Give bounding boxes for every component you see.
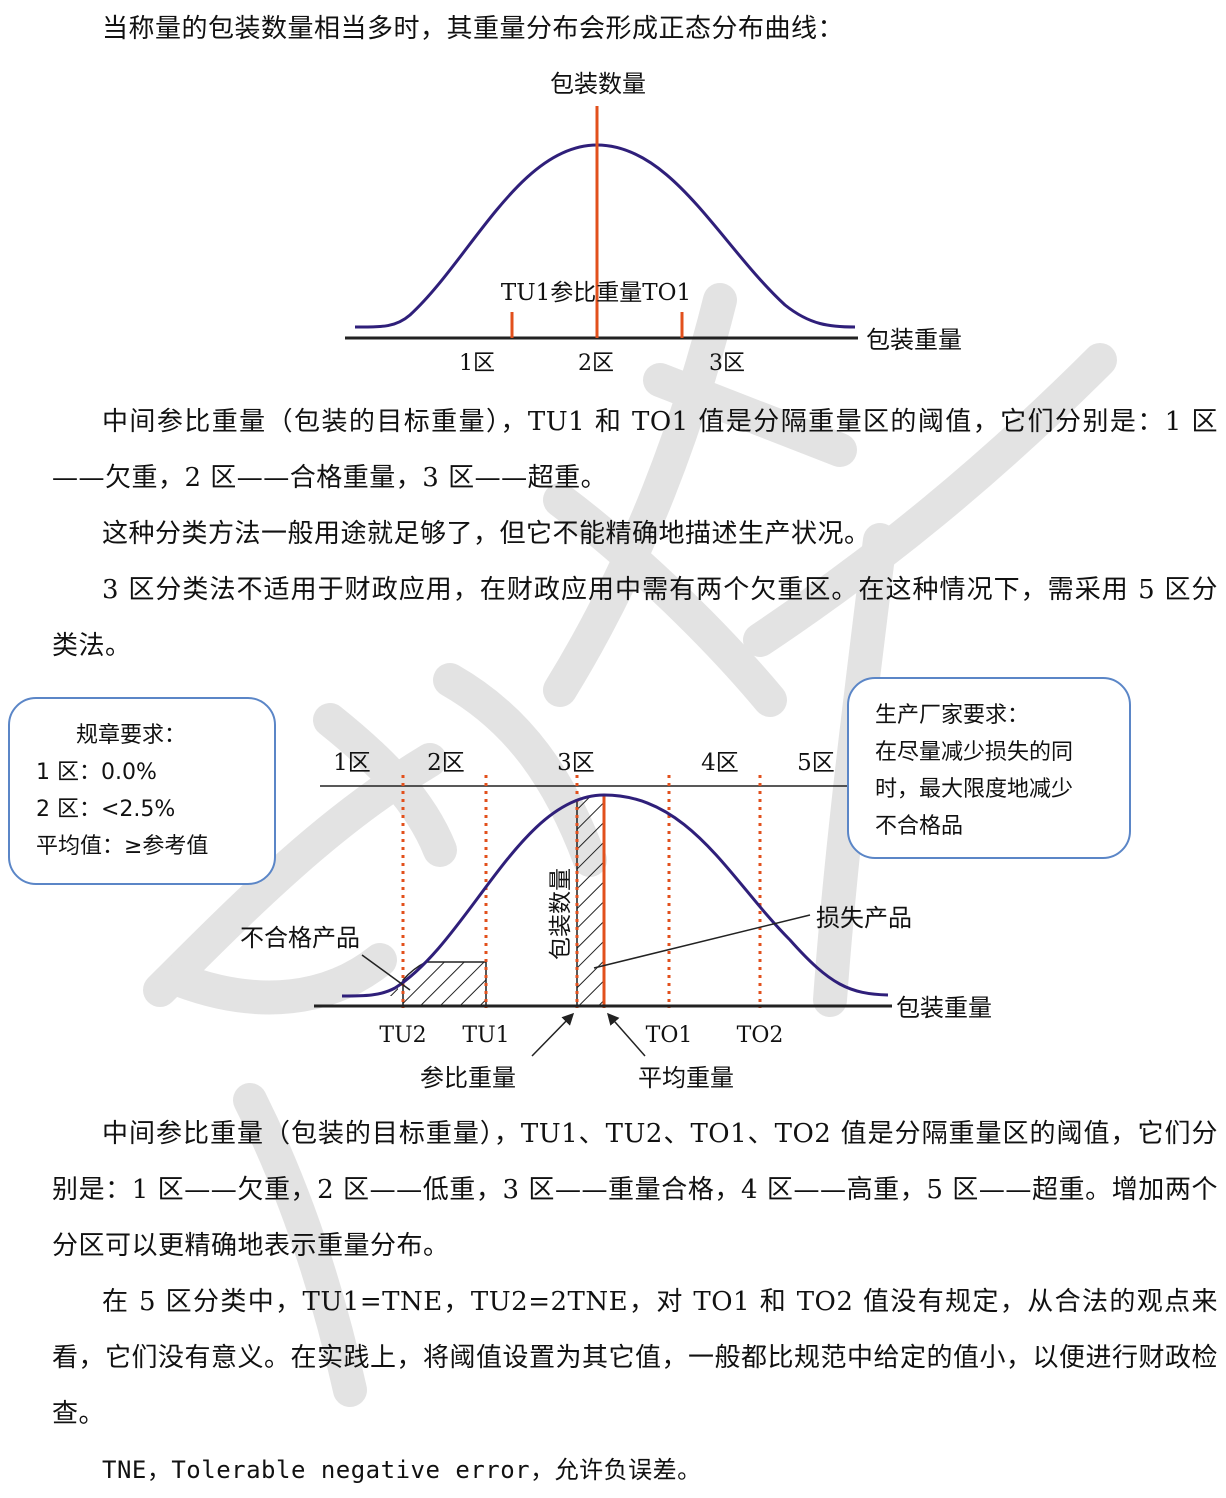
tu2-label: TU2 — [379, 1023, 426, 1048]
hatch-zone2-rejects — [402, 961, 487, 1007]
hatch-loss-area — [576, 794, 605, 1007]
loss-leader — [593, 914, 811, 969]
regulation-zone1: 1 区：0.0% — [36, 760, 157, 785]
five-zone-rules: 在 5 区分类中，TU1=TNE，TU2=2TNE，对 TO1 和 TO2 值没… — [52, 1287, 1219, 1429]
five-zone-description: 中间参比重量（包装的目标重量），TU1、TU2、TO1、TO2 值是分隔重量区的… — [52, 1119, 1218, 1261]
zone-label-1: 1区 — [459, 351, 495, 376]
manufacturer-title: 生产厂家要求： — [875, 703, 1030, 728]
to2-label: TO2 — [737, 1023, 784, 1048]
reject-label: 不合格产品 — [240, 924, 360, 952]
distribution-curve-2 — [341, 793, 889, 998]
intro-paragraph: 当称量的包装数量相当多时，其重量分布会形成正态分布曲线： — [102, 14, 845, 44]
regulation-mean: 平均值：≥参考值 — [36, 834, 209, 859]
manufacturer-box: 生产厂家要求： 在尽量减少损失的同 时，最大限度地减少 不合格品 — [847, 677, 1131, 859]
general-use-note: 这种分类方法一般用途就足够了，但它不能精确地描述生产状况。 — [102, 519, 871, 549]
ref-weight-label: 参比重量 — [420, 1064, 516, 1092]
regulation-title: 规章要求： — [76, 723, 187, 748]
y-axis-label-2: 包装数量 — [548, 868, 574, 960]
zone5-label-2: 2区 — [427, 750, 465, 776]
tne-definition: TNE，Tolerable negative error，允许负误差。 — [102, 1456, 702, 1484]
manufacturer-line1: 在尽量减少损失的同 — [875, 740, 1074, 765]
to1-label: TO1 — [646, 1023, 693, 1048]
zone5-label-5: 5区 — [797, 750, 835, 776]
three-zone-description: 中间参比重量（包装的目标重量），TU1 和 TO1 值是分隔重量区的阈值，它们分… — [52, 407, 1218, 493]
zone5-label-1: 1区 — [333, 750, 371, 776]
x-axis-label: 包装重量 — [866, 326, 962, 354]
zone-label-2: 2区 — [578, 351, 614, 376]
regulation-zone2: 2 区：<2.5% — [36, 797, 176, 822]
tu1-label: TU1 — [462, 1023, 509, 1048]
x-axis-label-2: 包装重量 — [896, 994, 992, 1022]
manufacturer-line2: 时，最大限度地减少 — [875, 777, 1074, 802]
ref-leader — [531, 1012, 575, 1057]
y-axis-label: 包装数量 — [550, 70, 646, 98]
zone5-label-3: 3区 — [557, 750, 595, 776]
zone-label-3: 3区 — [709, 351, 745, 376]
zone5-label-4: 4区 — [701, 750, 739, 776]
threshold-label: TU1参比重量TO1 — [501, 280, 691, 306]
fiscal-use-note: 3 区分类法不适用于财政应用，在财政应用中需有两个欠重区。在这种情况下，需采用 … — [52, 575, 1218, 661]
mean-leader — [607, 1012, 646, 1057]
reject-leader — [361, 954, 411, 991]
hatch-zone1 — [360, 985, 398, 996]
loss-label: 损失产品 — [816, 904, 912, 932]
regulation-box: 规章要求： 1 区：0.0% 2 区：<2.5% 平均值：≥参考值 — [8, 697, 276, 885]
manufacturer-line3: 不合格品 — [875, 814, 964, 839]
mean-weight-label: 平均重量 — [638, 1064, 734, 1092]
